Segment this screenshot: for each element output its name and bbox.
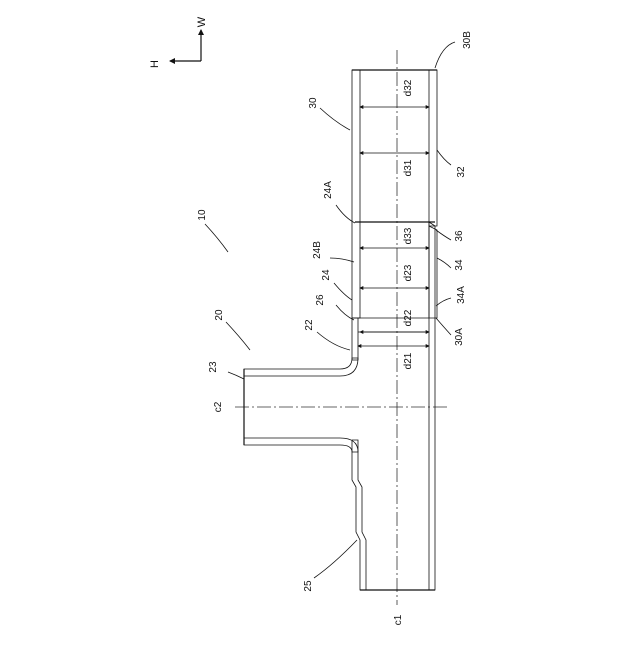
label-10: 10 [197,209,208,221]
leader-20 [226,322,250,350]
joint-left-wall-upper [352,318,358,360]
dim-label-d31: d31 [403,159,414,176]
label-23: 23 [208,361,219,373]
leader-34a [436,298,451,306]
leader-26 [336,305,354,320]
label-c2: c2 [213,401,224,412]
dim-label-d32: d32 [403,79,414,96]
reference-numerals: 30B 30 32 24A 10 36 24B 34 24 34A 26 20 … [197,31,473,626]
dim-label-d22: d22 [403,309,414,326]
label-24a: 24A [323,181,334,199]
label-24: 24 [321,269,332,281]
label-30: 30 [308,97,319,109]
leader-24 [334,283,352,300]
leader-24b [330,258,354,262]
sleeve-34 [429,226,437,318]
leader-23 [228,372,244,379]
joint-right-wall [429,222,435,590]
leader-22 [317,332,350,350]
label-25: 25 [303,580,314,592]
leader-36 [436,230,451,240]
branch-lower-wall [244,438,358,452]
resin-left-wall [352,70,360,318]
leader-30 [320,108,350,130]
label-34a: 34A [456,286,467,304]
label-20: 20 [214,309,225,321]
leader-25 [314,540,357,578]
label-c1: c1 [393,614,404,625]
label-36: 36 [454,230,465,242]
leader-lines [205,42,455,578]
dim-label-d23: d23 [403,264,414,281]
leader-34 [437,258,451,268]
label-24b: 24B [312,241,323,259]
label-26: 26 [315,294,326,306]
w-label: W [196,16,208,27]
resin-right-wall [429,70,437,226]
label-34: 34 [454,259,465,271]
leader-30a [436,318,451,335]
dim-label-d21: d21 [403,352,414,369]
label-30b: 30B [462,31,473,49]
leader-30b [435,42,455,68]
dim-label-d33: d33 [403,227,414,244]
joint-left-wall-lower [352,440,366,590]
h-label: H [149,60,161,68]
direction-indicator: W H [149,16,208,68]
leader-10 [205,224,228,252]
leader-32 [437,150,451,165]
label-22: 22 [304,319,315,331]
branch-upper-wall [244,358,358,376]
label-32: 32 [456,166,467,178]
label-30a: 30A [454,328,465,346]
dimension-lines: d32 d31 d33 d23 d22 d21 [358,79,429,369]
